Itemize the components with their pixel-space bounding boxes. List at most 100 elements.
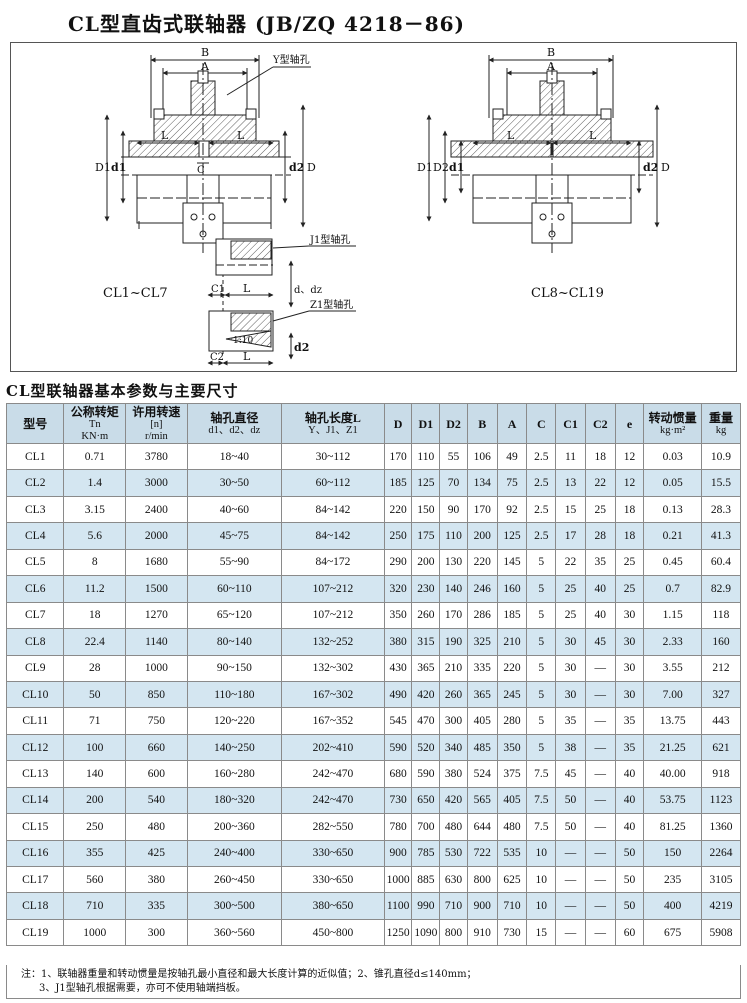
table-cell: 35 (584, 548, 616, 577)
table-cell: 18~40 (186, 442, 283, 471)
table-cell: 13.75 (643, 707, 702, 735)
table-cell: 540 (125, 786, 188, 815)
table-cell: 5 (526, 601, 557, 630)
column-header-subtitle: [n] (150, 418, 163, 430)
column-header: A (496, 403, 528, 444)
column-header: 许用转速[n]r/min (125, 403, 188, 444)
table-cell: 107~212 (281, 575, 385, 603)
table-cell: 0.7 (643, 575, 702, 603)
table-cell: 405 (496, 786, 528, 815)
table-cell: 110 (439, 522, 468, 550)
table-cell: 360~560 (186, 918, 283, 947)
table-cell: 212 (700, 654, 742, 682)
table-cell: 210 (439, 654, 468, 682)
column-header-title: 许用转速 (132, 404, 181, 419)
table-cell: 2.33 (643, 628, 702, 656)
table-cell: 260 (439, 680, 468, 709)
table-cell: 590 (383, 733, 413, 762)
table-cell: — (555, 918, 586, 947)
table-cell: 1100 (383, 892, 413, 920)
table-cell: 7.00 (643, 680, 702, 709)
table-cell: 0.03 (643, 442, 702, 471)
table-cell: 1360 (700, 813, 742, 841)
table-cell: 50 (614, 839, 645, 868)
dim-a-left: A (200, 60, 210, 73)
column-header-title: C (536, 416, 546, 431)
table-cell: — (584, 680, 616, 709)
table-cell: 167~352 (281, 707, 385, 735)
table-cell: 145 (496, 548, 528, 577)
table-cell: 11.2 (63, 575, 127, 603)
table-cell: 3780 (125, 442, 188, 471)
table-cell: 325 (466, 628, 498, 656)
table-cell: 335 (125, 892, 188, 920)
column-header-title: D (393, 416, 403, 431)
column-header: C1 (555, 403, 586, 444)
table-cell: 644 (466, 813, 498, 841)
table-cell: — (584, 839, 616, 868)
table-cell: 710 (63, 892, 127, 920)
dim-c2: C2 (210, 352, 224, 363)
table-cell: 480 (125, 813, 188, 841)
table-cell: CL18 (5, 892, 65, 920)
table-cell: 30 (614, 680, 645, 709)
table-cell: 2.5 (526, 495, 557, 524)
table-cell: 286 (466, 601, 498, 630)
table-cell: 41.3 (700, 522, 742, 550)
dim-l-left-2: L (237, 129, 245, 142)
table-cell: 40 (584, 601, 616, 630)
table-cell: 0.45 (643, 548, 702, 577)
table-cell: 220 (466, 548, 498, 577)
right-coupling-view (426, 55, 660, 253)
table-cell: 90~150 (186, 654, 283, 682)
table-cell: CL19 (5, 918, 65, 947)
table-cell: 81.25 (643, 813, 702, 841)
table-cell: 320 (383, 575, 413, 603)
column-header-title: 转动惯量 (648, 410, 697, 425)
dim-d1-right: D1 (417, 161, 433, 174)
table-cell: 535 (496, 839, 528, 868)
dim-b-right: B (547, 46, 555, 59)
table-cell: 53.75 (643, 786, 702, 815)
table-cell: 5 (526, 680, 557, 709)
table-notes: 注：1、联轴器重量和转动惯量是按轴孔最小直径和最大长度计算的近似值；2、锥孔直径… (6, 965, 741, 999)
dim-b-left: B (201, 46, 209, 59)
table-cell: 10.9 (700, 442, 742, 471)
table-cell: 430 (383, 654, 413, 682)
dim-l-z1: L (243, 350, 251, 363)
table-cell: 675 (643, 918, 702, 947)
table-cell: 327 (700, 680, 742, 709)
table-cell: 885 (411, 865, 441, 894)
table-cell: 900 (466, 892, 498, 920)
table-cell: 18 (63, 601, 127, 630)
table-cell: 450~800 (281, 918, 385, 947)
taper-callout: 1:10 (233, 336, 253, 346)
table-cell: 722 (466, 839, 498, 868)
table-cell: — (584, 892, 616, 920)
table-cell: — (584, 918, 616, 947)
table-cell: 30~50 (186, 469, 283, 497)
column-header-subtitle: Y、J1、Z1 (308, 424, 358, 436)
table-cell: 5 (526, 628, 557, 656)
table-cell: 7.5 (526, 760, 557, 788)
dim-c-left: C (197, 165, 205, 176)
table-cell: 38 (555, 733, 586, 762)
table-cell: — (584, 654, 616, 682)
table-cell: CL1 (5, 442, 65, 471)
technical-drawing: B A Y型轴孔 L L C D1 d1 d2 D CL1~CL7 J1型轴孔 … (10, 42, 737, 372)
table-cell: 520 (411, 733, 441, 762)
table-cell: 75 (496, 469, 528, 497)
table-cell: CL3 (5, 495, 65, 524)
column-header-subtitle: d1、d2、dz (208, 424, 261, 436)
table-cell: — (584, 813, 616, 841)
right-series-label: CL8~CL19 (531, 286, 604, 301)
column-header-title: 型号 (23, 416, 48, 431)
table-cell: 100 (63, 733, 127, 762)
table-cell: 50 (555, 786, 586, 815)
table-cell: 185 (496, 601, 528, 630)
